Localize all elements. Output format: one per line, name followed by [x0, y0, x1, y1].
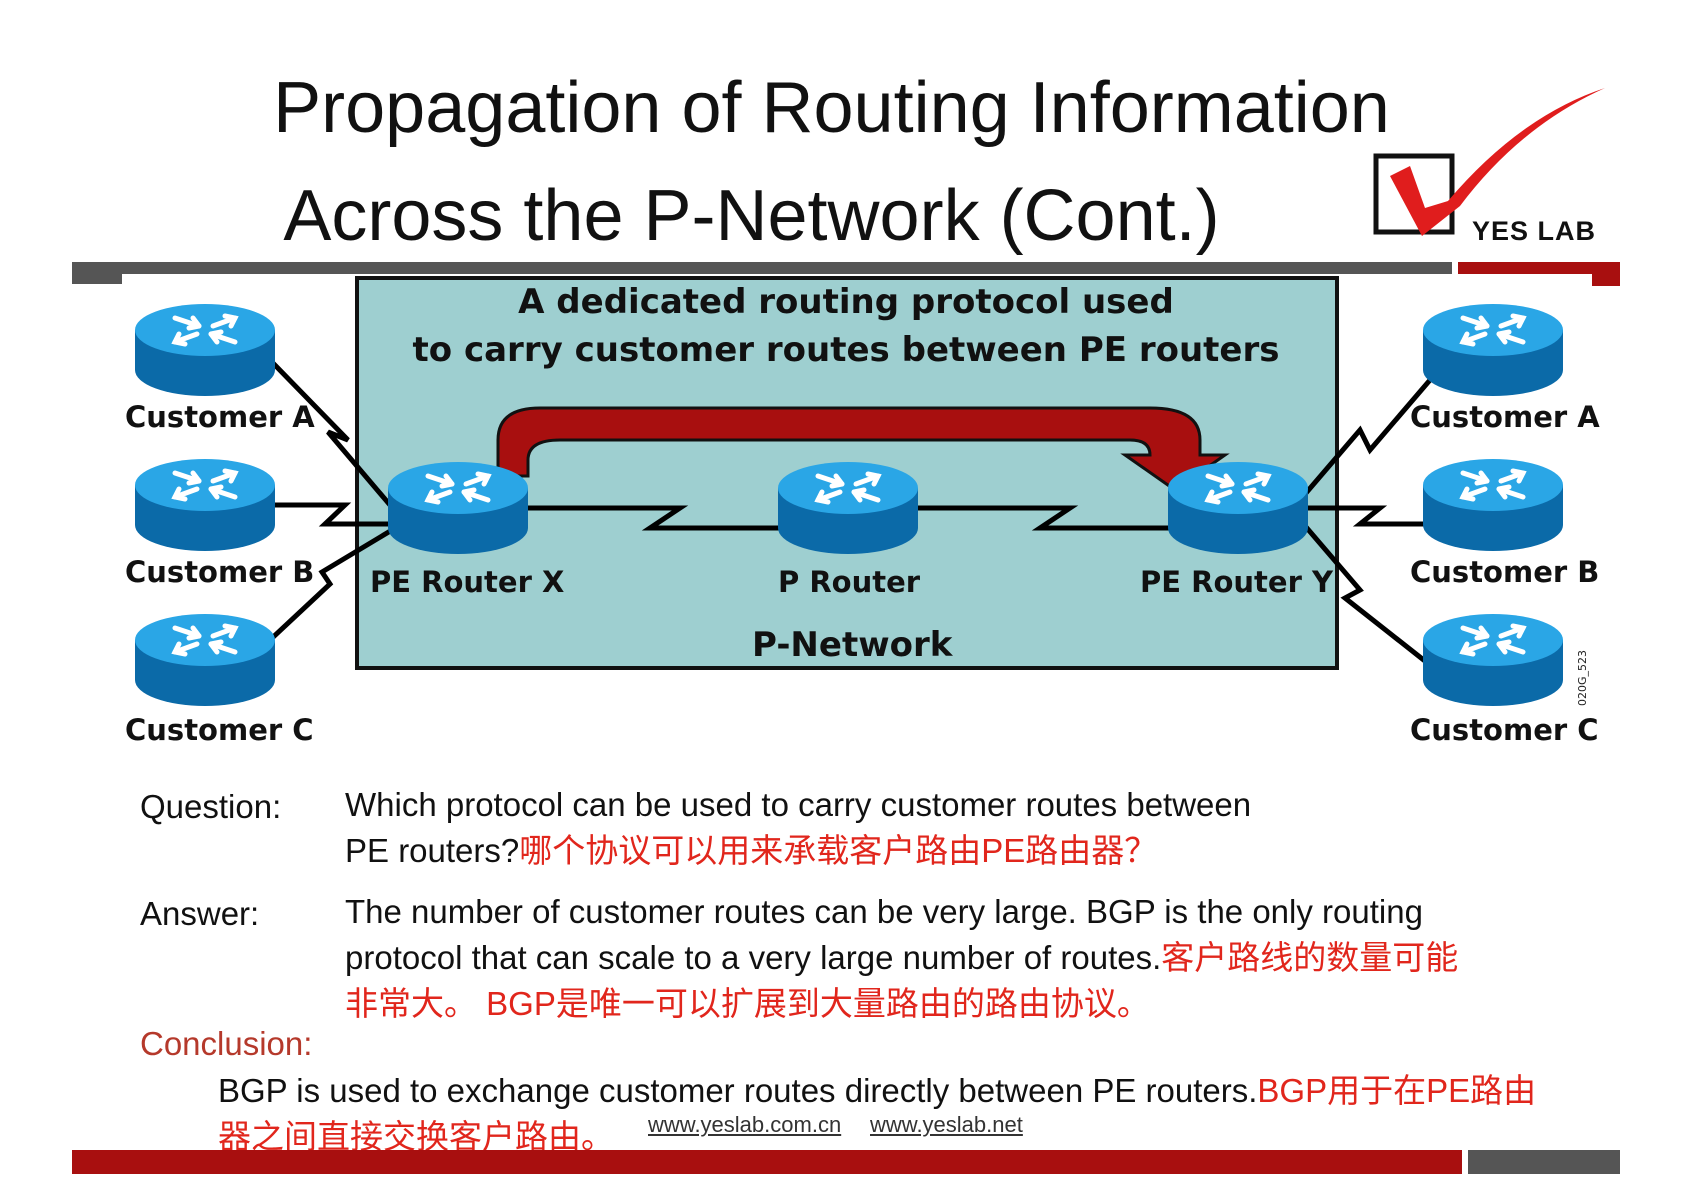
diagram-header-line-2: to carry customer routes between PE rout… — [412, 330, 1280, 370]
link-customer-c-left — [268, 527, 394, 642]
conclusion-line-1-cn: BGP用于在PE路由 — [1257, 1072, 1537, 1109]
link-customer-c-right — [1298, 518, 1432, 667]
question-line-1: Which protocol can be used to carry cust… — [345, 786, 1252, 823]
answer-text: The number of customer routes can be ver… — [345, 889, 1458, 1027]
router-customer-c-left — [135, 614, 275, 706]
right-customer-b-label: Customer B — [1410, 555, 1600, 589]
link-pe-x-to-p — [520, 505, 790, 531]
pe-router-x-label: PE Router X — [370, 565, 565, 599]
router-customer-b-right — [1423, 459, 1563, 551]
top-rule-gray-left-drop — [72, 262, 122, 284]
left-customer-a-label: Customer A — [125, 400, 315, 434]
conclusion-line-2: 器之间直接交换客户路由。 — [218, 1118, 614, 1155]
router-customer-c-right — [1423, 614, 1563, 706]
title-line-2: Across the P-Network (Cont.) — [283, 176, 1220, 256]
router-pe-x — [388, 462, 528, 554]
diagram-header-line-1: A dedicated routing protocol used — [518, 282, 1174, 322]
question-line-2-en: PE routers? — [345, 832, 520, 869]
left-customer-c-label: Customer C — [125, 713, 314, 747]
left-customer-b-label: Customer B — [125, 555, 315, 589]
link-customer-b-right — [1300, 505, 1430, 527]
p-network-label: P-Network — [752, 625, 953, 665]
question-line-2-cn: 哪个协议可以用来承载客户路由PE路由器？ — [519, 832, 1158, 869]
conclusion-line-1: BGP is used to exchange customer routes … — [218, 1068, 1536, 1114]
router-pe-y — [1168, 462, 1308, 554]
logo-text: YES LAB — [1472, 216, 1597, 246]
answer-line-2-en: protocol that can scale to a very large … — [345, 939, 1162, 976]
question-label: Question: — [140, 788, 282, 825]
question-text: Which protocol can be used to carry cust… — [345, 782, 1251, 874]
conclusion-line-1-en: BGP is used to exchange customer routes … — [218, 1072, 1258, 1109]
top-rule-red — [1458, 262, 1620, 274]
right-customer-c-label: Customer C — [1410, 713, 1599, 747]
bottom-rule-red — [72, 1150, 1462, 1174]
answer-label: Answer: — [140, 895, 260, 932]
router-customer-a-right — [1423, 304, 1563, 396]
p-router-label: P Router — [778, 565, 921, 599]
link-customer-a-left — [268, 358, 392, 507]
conclusion-text: BGP is used to exchange customer routes … — [218, 1068, 1536, 1160]
router-p — [778, 462, 918, 554]
router-customer-b-left — [135, 459, 275, 551]
conclusion-label: Conclusion: — [140, 1025, 313, 1062]
answer-line-2-cn: 客户路线的数量可能 — [1161, 939, 1459, 976]
answer-line-1: The number of customer routes can be ver… — [345, 893, 1423, 930]
routing-arrow — [496, 406, 1230, 492]
pe-router-y-label: PE Router Y — [1140, 565, 1333, 599]
title-line-1: Propagation of Routing Information — [273, 68, 1390, 148]
answer-line-2: protocol that can scale to a very large … — [345, 935, 1458, 981]
footer-url-cn[interactable]: www.yeslab.com.cn — [648, 1112, 842, 1137]
router-customer-a-left — [135, 304, 275, 396]
answer-line-3: 非常大。 BGP是唯一可以扩展到大量路由的路由协议。 — [345, 985, 1150, 1022]
bottom-rule-gray — [1468, 1150, 1620, 1174]
top-rule-red-right-drop — [1592, 262, 1620, 286]
footer-url-net[interactable]: www.yeslab.net — [870, 1112, 1023, 1137]
right-customer-a-label: Customer A — [1410, 400, 1600, 434]
link-p-to-pe-y — [900, 505, 1180, 531]
link-customer-b-left — [270, 502, 395, 527]
network-diagram — [0, 276, 1683, 760]
top-rule-gray — [72, 262, 1452, 274]
checkmark-icon — [1373, 88, 1605, 236]
figure-code: 020G_523 — [1576, 649, 1589, 706]
question-line-2: PE routers?哪个协议可以用来承载客户路由PE路由器？ — [345, 828, 1251, 874]
link-customer-a-right — [1298, 378, 1432, 502]
